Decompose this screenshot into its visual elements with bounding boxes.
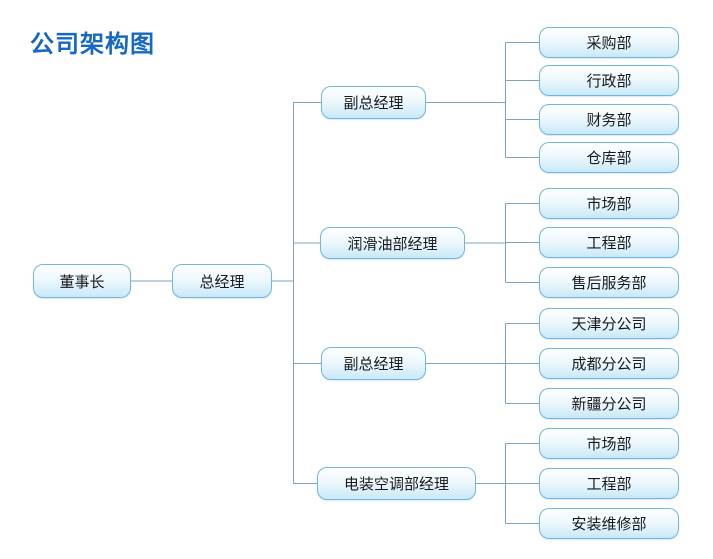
org-node-warehouse-dept: 仓库部 bbox=[539, 142, 679, 173]
org-node-finance-dept: 财务部 bbox=[539, 104, 679, 135]
org-node-marketing-dept-1: 市场部 bbox=[539, 188, 679, 219]
org-node-engineering-dept-2: 工程部 bbox=[539, 468, 679, 499]
org-node-engineering-dept-1: 工程部 bbox=[539, 227, 679, 258]
org-node-admin-dept: 行政部 bbox=[539, 65, 679, 96]
org-node-purchasing-dept: 采购部 bbox=[539, 27, 679, 58]
org-node-electrical-ac-dept-manager: 电装空调部经理 bbox=[317, 467, 476, 500]
org-node-chengdu-branch: 成都分公司 bbox=[539, 348, 679, 379]
org-node-deputy-gm-1: 副总经理 bbox=[321, 86, 426, 119]
org-node-after-sales-dept: 售后服务部 bbox=[539, 267, 679, 298]
org-node-xinjiang-branch: 新疆分公司 bbox=[539, 388, 679, 419]
org-node-install-maintenance-dept: 安装维修部 bbox=[539, 508, 679, 539]
org-node-lubricant-dept-manager: 润滑油部经理 bbox=[320, 227, 465, 259]
page-title: 公司架构图 bbox=[30, 31, 155, 58]
org-node-deputy-gm-2: 副总经理 bbox=[321, 347, 426, 380]
org-node-marketing-dept-2: 市场部 bbox=[539, 428, 679, 459]
org-node-general-manager: 总经理 bbox=[172, 264, 272, 298]
org-node-chairman: 董事长 bbox=[33, 264, 131, 298]
org-node-tianjin-branch: 天津分公司 bbox=[539, 308, 679, 339]
